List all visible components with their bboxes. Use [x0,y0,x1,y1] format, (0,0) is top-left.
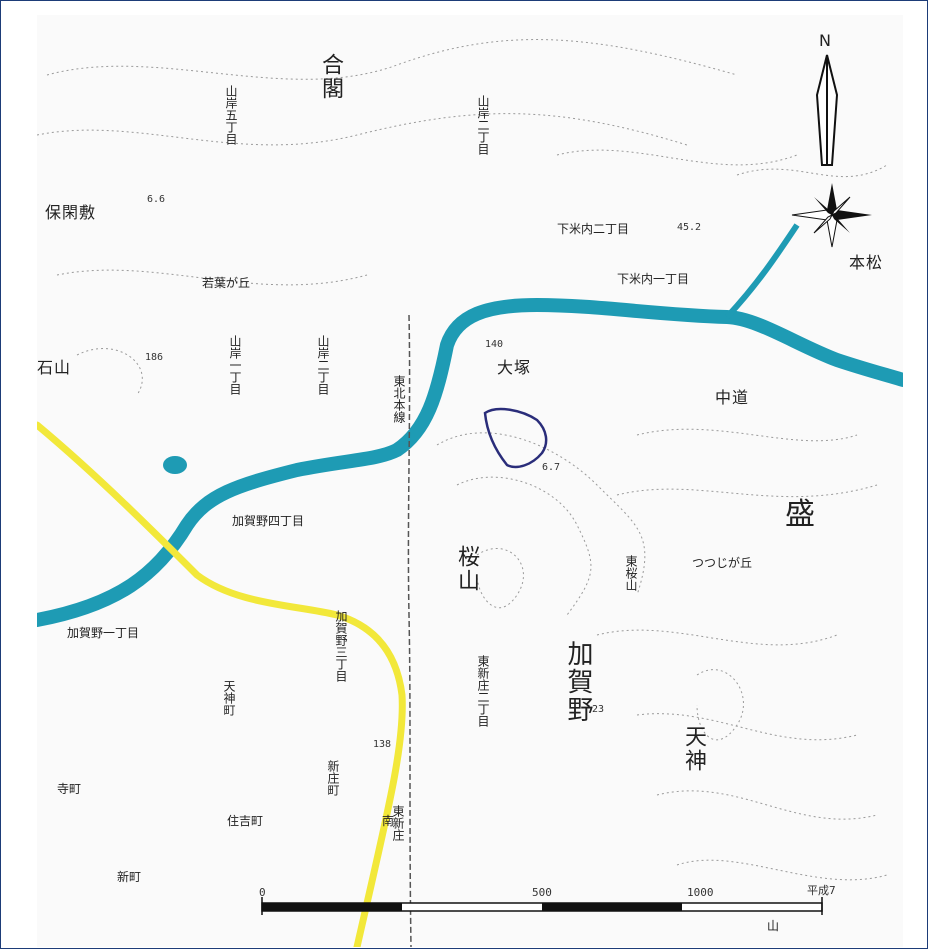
label-tenjin: 天神 [681,725,706,773]
label-kagano: 加賀野 [563,640,593,724]
label-shinsho-cho: 新庄町 [326,760,340,796]
survey-site-outline[interactable] [483,407,548,469]
elevation-4: 6.7 [542,462,561,473]
label-higashi-shinsho: 東新庄 [391,805,405,841]
label-minami: 南 [382,814,395,828]
topographic-map[interactable]: N 合閣 山岸五丁目 山岸二丁目 保閑敷 若葉が丘 山岸一丁目 山岸二丁目 下米… [37,15,903,947]
scale-label-left: 0 [259,886,266,899]
label-ootsuka: 大塚 [497,358,532,377]
label-sakurayama: 桜山 [454,545,479,593]
scale-unit-label: 平成7 [807,884,836,897]
label-kaganoshi: 加賀野四丁目 [232,514,305,528]
label-higashi-shinsho-2: 東新庄二丁目 [476,655,490,727]
label-honmatsu: 本松 [849,253,884,272]
elevation-7: 140 [485,339,504,350]
label-kagano-3: 加賀野三丁目 [334,610,348,682]
label-nakamichi: 中道 [715,388,750,407]
elevation-6: 138 [373,739,392,750]
label-ishiyama: 石山 [37,358,72,377]
label-tsutsujigaoka: つつじが丘 [692,556,753,570]
label-shimoyonai-1: 下米内一丁目 [617,272,690,286]
label-higashisakurayama: 東桜山 [624,555,638,591]
elevation-1: 6.6 [147,194,166,205]
scale-bar [261,897,823,915]
scale-label-right: 1000 [687,886,714,899]
label-yamagishi-2: 山岸二丁目 [316,335,330,395]
label-hoheiya: 保閑敷 [45,203,97,222]
scale-label-mid: 500 [532,886,552,899]
compass-rose [791,183,872,248]
river-tributary [724,223,800,320]
label-sumiyoshi: 住吉町 [227,814,264,828]
highway [37,421,406,947]
label-shinmachi: 新町 [117,870,142,884]
elevation-5: 23 [592,704,605,715]
label-tenjin-cho: 天神町 [222,680,236,716]
railway-line [407,314,412,947]
label-yamagishi-1: 山岸一丁目 [228,335,242,395]
pond [163,456,187,474]
label-yamagishi-2-top: 山岸二丁目 [476,95,490,155]
north-arrow [815,54,839,166]
label-mori: 盛 [785,497,817,532]
contour-lines [37,39,888,881]
north-label: N [819,31,832,50]
label-railway: 東北本線 [392,375,406,423]
label-wakaba: 若葉が丘 [202,276,251,290]
river [37,297,903,627]
elevation-2: 45.2 [677,222,702,233]
elevation-3: 186 [145,352,164,363]
label-kagano-1: 加賀野一丁目 [67,626,140,640]
label-teramachi: 寺町 [57,782,82,796]
label-shimoyonai-2: 下米内二丁目 [557,222,630,236]
label-gouken: 合閣 [318,53,343,101]
label-yamagishi-5: 山岸五丁目 [224,85,238,145]
scale-edge-label: 山 [767,919,780,933]
map-graphics [37,39,903,947]
